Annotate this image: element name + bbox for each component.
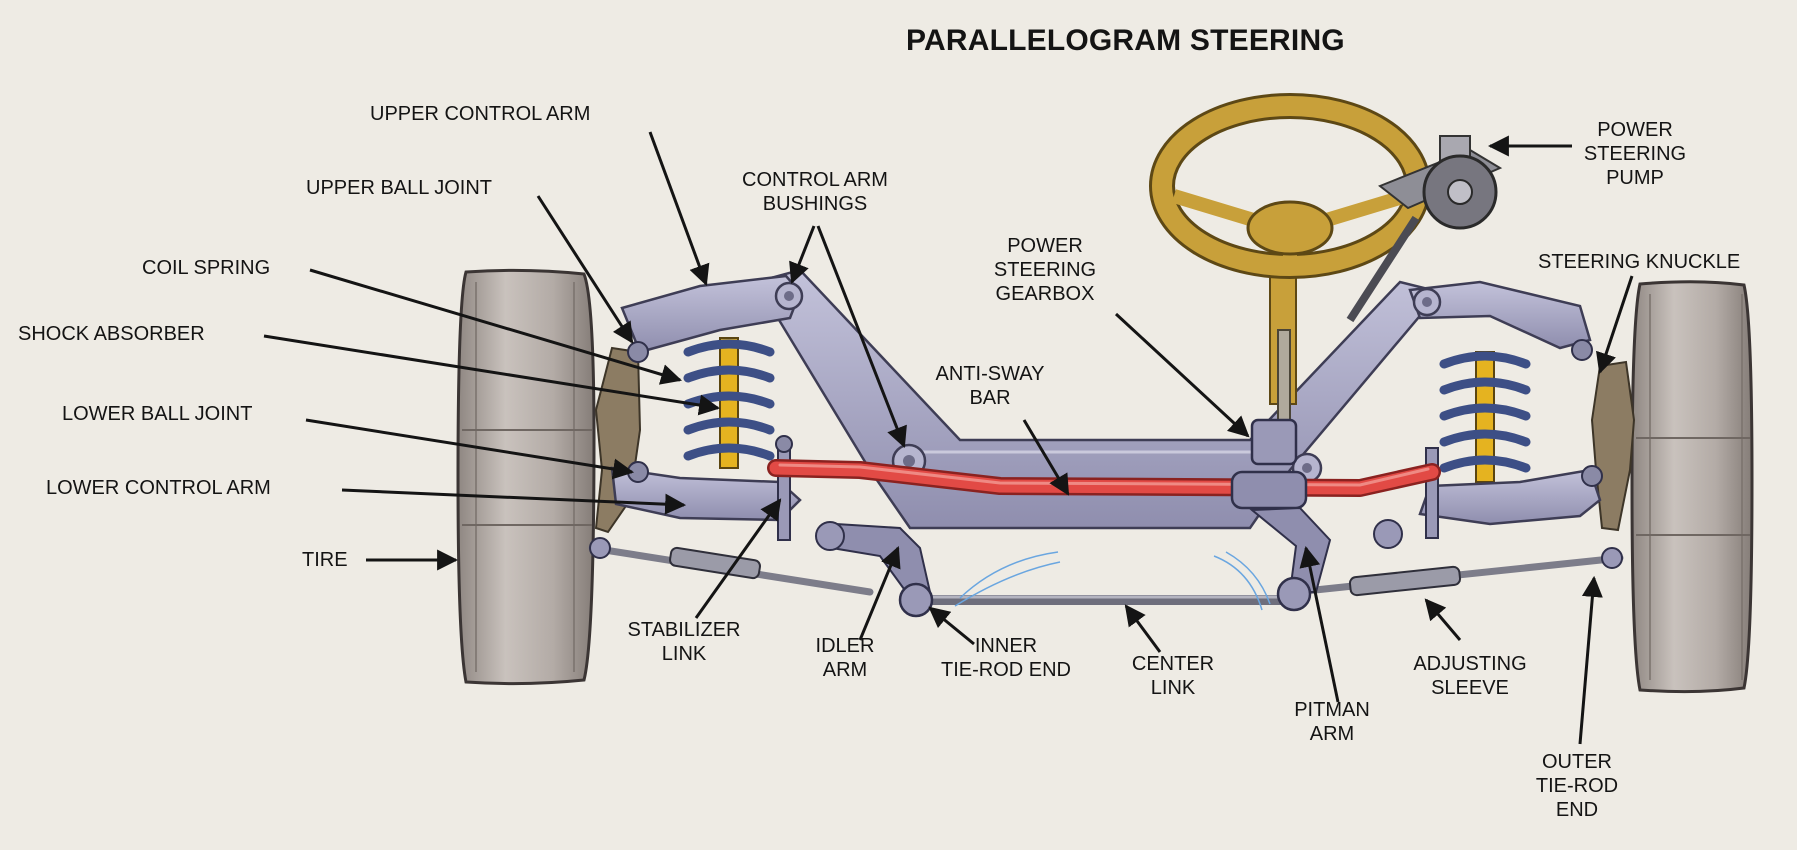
arrow-center-link	[1124, 604, 1162, 653]
right-lower-control-arm	[1418, 468, 1602, 526]
label-line: BUSHINGS	[762, 193, 868, 215]
right-stabilizer-link	[1425, 447, 1439, 539]
left-coil-spring	[683, 339, 775, 461]
label-line: POWER	[1007, 235, 1083, 257]
label-line: ARM	[822, 659, 868, 681]
right-steering-knuckle	[1590, 360, 1636, 532]
label-idler-arm: IDLER ARM	[790, 634, 900, 682]
power-steering-gearbox	[1230, 418, 1308, 510]
arrow-anti-sway-bar	[1022, 419, 1070, 496]
left-tire	[456, 268, 596, 686]
arrow-outer-tie-rod-end	[1578, 575, 1603, 745]
left-stabilizer-link	[775, 435, 793, 541]
label-anti-sway-bar: ANTI-SWAY BAR	[920, 362, 1060, 410]
right-upper-ball-joint	[1571, 339, 1593, 361]
label-line: STEERING	[993, 259, 1097, 281]
label-lower-control-arm: LOWER CONTROL ARM	[46, 476, 271, 500]
arrow-upper-ball-joint	[536, 195, 634, 344]
label-line: SHOCK ABSORBER	[18, 323, 205, 345]
arrow-stabilizer-link	[694, 498, 782, 619]
motion-lines	[954, 551, 1271, 611]
right-coil-spring	[1439, 351, 1531, 473]
arrow-inner-tie-rod-end	[928, 606, 975, 646]
left-upper-control-arm	[620, 274, 804, 354]
label-control-arm-bushings: CONTROL ARM BUSHINGS	[700, 168, 930, 216]
left-upper-ball-joint	[627, 341, 649, 363]
label-line: INNER	[974, 635, 1038, 657]
label-line: STEERING	[1583, 143, 1687, 165]
label-line: STEERING KNUCKLE	[1538, 251, 1741, 273]
label-inner-tie-rod-end: INNER TIE-ROD END	[916, 634, 1096, 682]
label-line: TIRE	[302, 549, 348, 571]
label-line: PUMP	[1606, 167, 1664, 189]
arrow-lower-ball-joint	[305, 418, 635, 480]
arrow-lower-control-arm	[341, 488, 687, 515]
label-lower-ball-joint: LOWER BALL JOINT	[62, 402, 252, 426]
label-line: ANTI-SWAY	[935, 363, 1045, 385]
power-steering-pump	[1346, 135, 1503, 323]
label-line: UPPER CONTROL ARM	[370, 103, 591, 125]
label-line: LINK	[661, 643, 707, 665]
label-line: CONTROL ARM	[742, 169, 888, 191]
label-line: ARM	[1309, 723, 1355, 745]
label-line: LINK	[1150, 677, 1196, 699]
label-outer-tie-rod-end: OUTER TIE-ROD END	[1522, 750, 1632, 822]
label-line: CENTER	[1131, 653, 1215, 675]
arrow-upper-control-arm	[648, 131, 710, 286]
leader-arrows	[263, 131, 1634, 745]
arrow-coil-spring	[309, 268, 683, 385]
label-line: LOWER BALL JOINT	[62, 403, 253, 425]
right-tire	[1630, 280, 1754, 694]
label-line: PITMAN	[1294, 699, 1370, 721]
label-line: BAR	[969, 387, 1011, 409]
arrow-adjusting-sleeve	[1424, 598, 1462, 641]
right-lower-ball-joint	[1581, 465, 1603, 487]
label-shock-absorber: SHOCK ABSORBER	[18, 322, 205, 346]
right-tie-rod	[1292, 554, 1624, 597]
label-line: END	[1555, 799, 1599, 821]
label-line: OUTER	[1542, 751, 1612, 773]
arrow-shock-absorber	[263, 334, 721, 416]
center-link	[898, 519, 1403, 618]
label-line: COIL SPRING	[142, 257, 271, 279]
label-line: UPPER BALL JOINT	[306, 177, 492, 199]
label-pitman-arm: PITMAN ARM	[1272, 698, 1392, 746]
arrow-control-arm-bushings-b	[816, 225, 907, 448]
label-coil-spring: COIL SPRING	[142, 256, 270, 280]
label-power-steering-pump: POWER STEERING PUMP	[1570, 118, 1700, 190]
label-power-steering-gearbox: POWER STEERING GEARBOX	[980, 234, 1110, 306]
label-adjusting-sleeve: ADJUSTING SLEEVE	[1400, 652, 1540, 700]
label-line: TIE-ROD	[1535, 775, 1619, 797]
label-line: LOWER CONTROL ARM	[46, 477, 271, 499]
label-line: GEARBOX	[995, 283, 1095, 305]
diagram-title: PARALLELOGRAM STEERING	[906, 24, 1345, 57]
arrow-power-steering-gearbox	[1114, 312, 1250, 438]
arrow-steering-knuckle	[1596, 275, 1634, 374]
label-upper-ball-joint: UPPER BALL JOINT	[306, 176, 492, 200]
label-line: ADJUSTING	[1413, 653, 1527, 675]
outer-tie-rod-ends	[589, 537, 1623, 569]
label-center-link: CENTER LINK	[1118, 652, 1228, 700]
arrow-idler-arm	[858, 546, 901, 641]
arrow-control-arm-bushings-a	[789, 225, 816, 284]
label-upper-control-arm: UPPER CONTROL ARM	[370, 102, 590, 126]
label-tire: TIRE	[302, 548, 348, 572]
right-upper-control-arm	[1408, 280, 1592, 350]
label-stabilizer-link: STABILIZER LINK	[604, 618, 764, 666]
arrow-pitman-arm	[1299, 545, 1340, 703]
label-line: POWER	[1597, 119, 1673, 141]
label-line: IDLER	[815, 635, 875, 657]
label-steering-knuckle: STEERING KNUCKLE	[1538, 250, 1740, 274]
label-line: TIE-ROD END	[941, 659, 1071, 681]
label-line: SLEEVE	[1431, 677, 1509, 699]
label-line: STABILIZER	[627, 619, 741, 641]
anti-sway-bar	[767, 459, 1441, 497]
